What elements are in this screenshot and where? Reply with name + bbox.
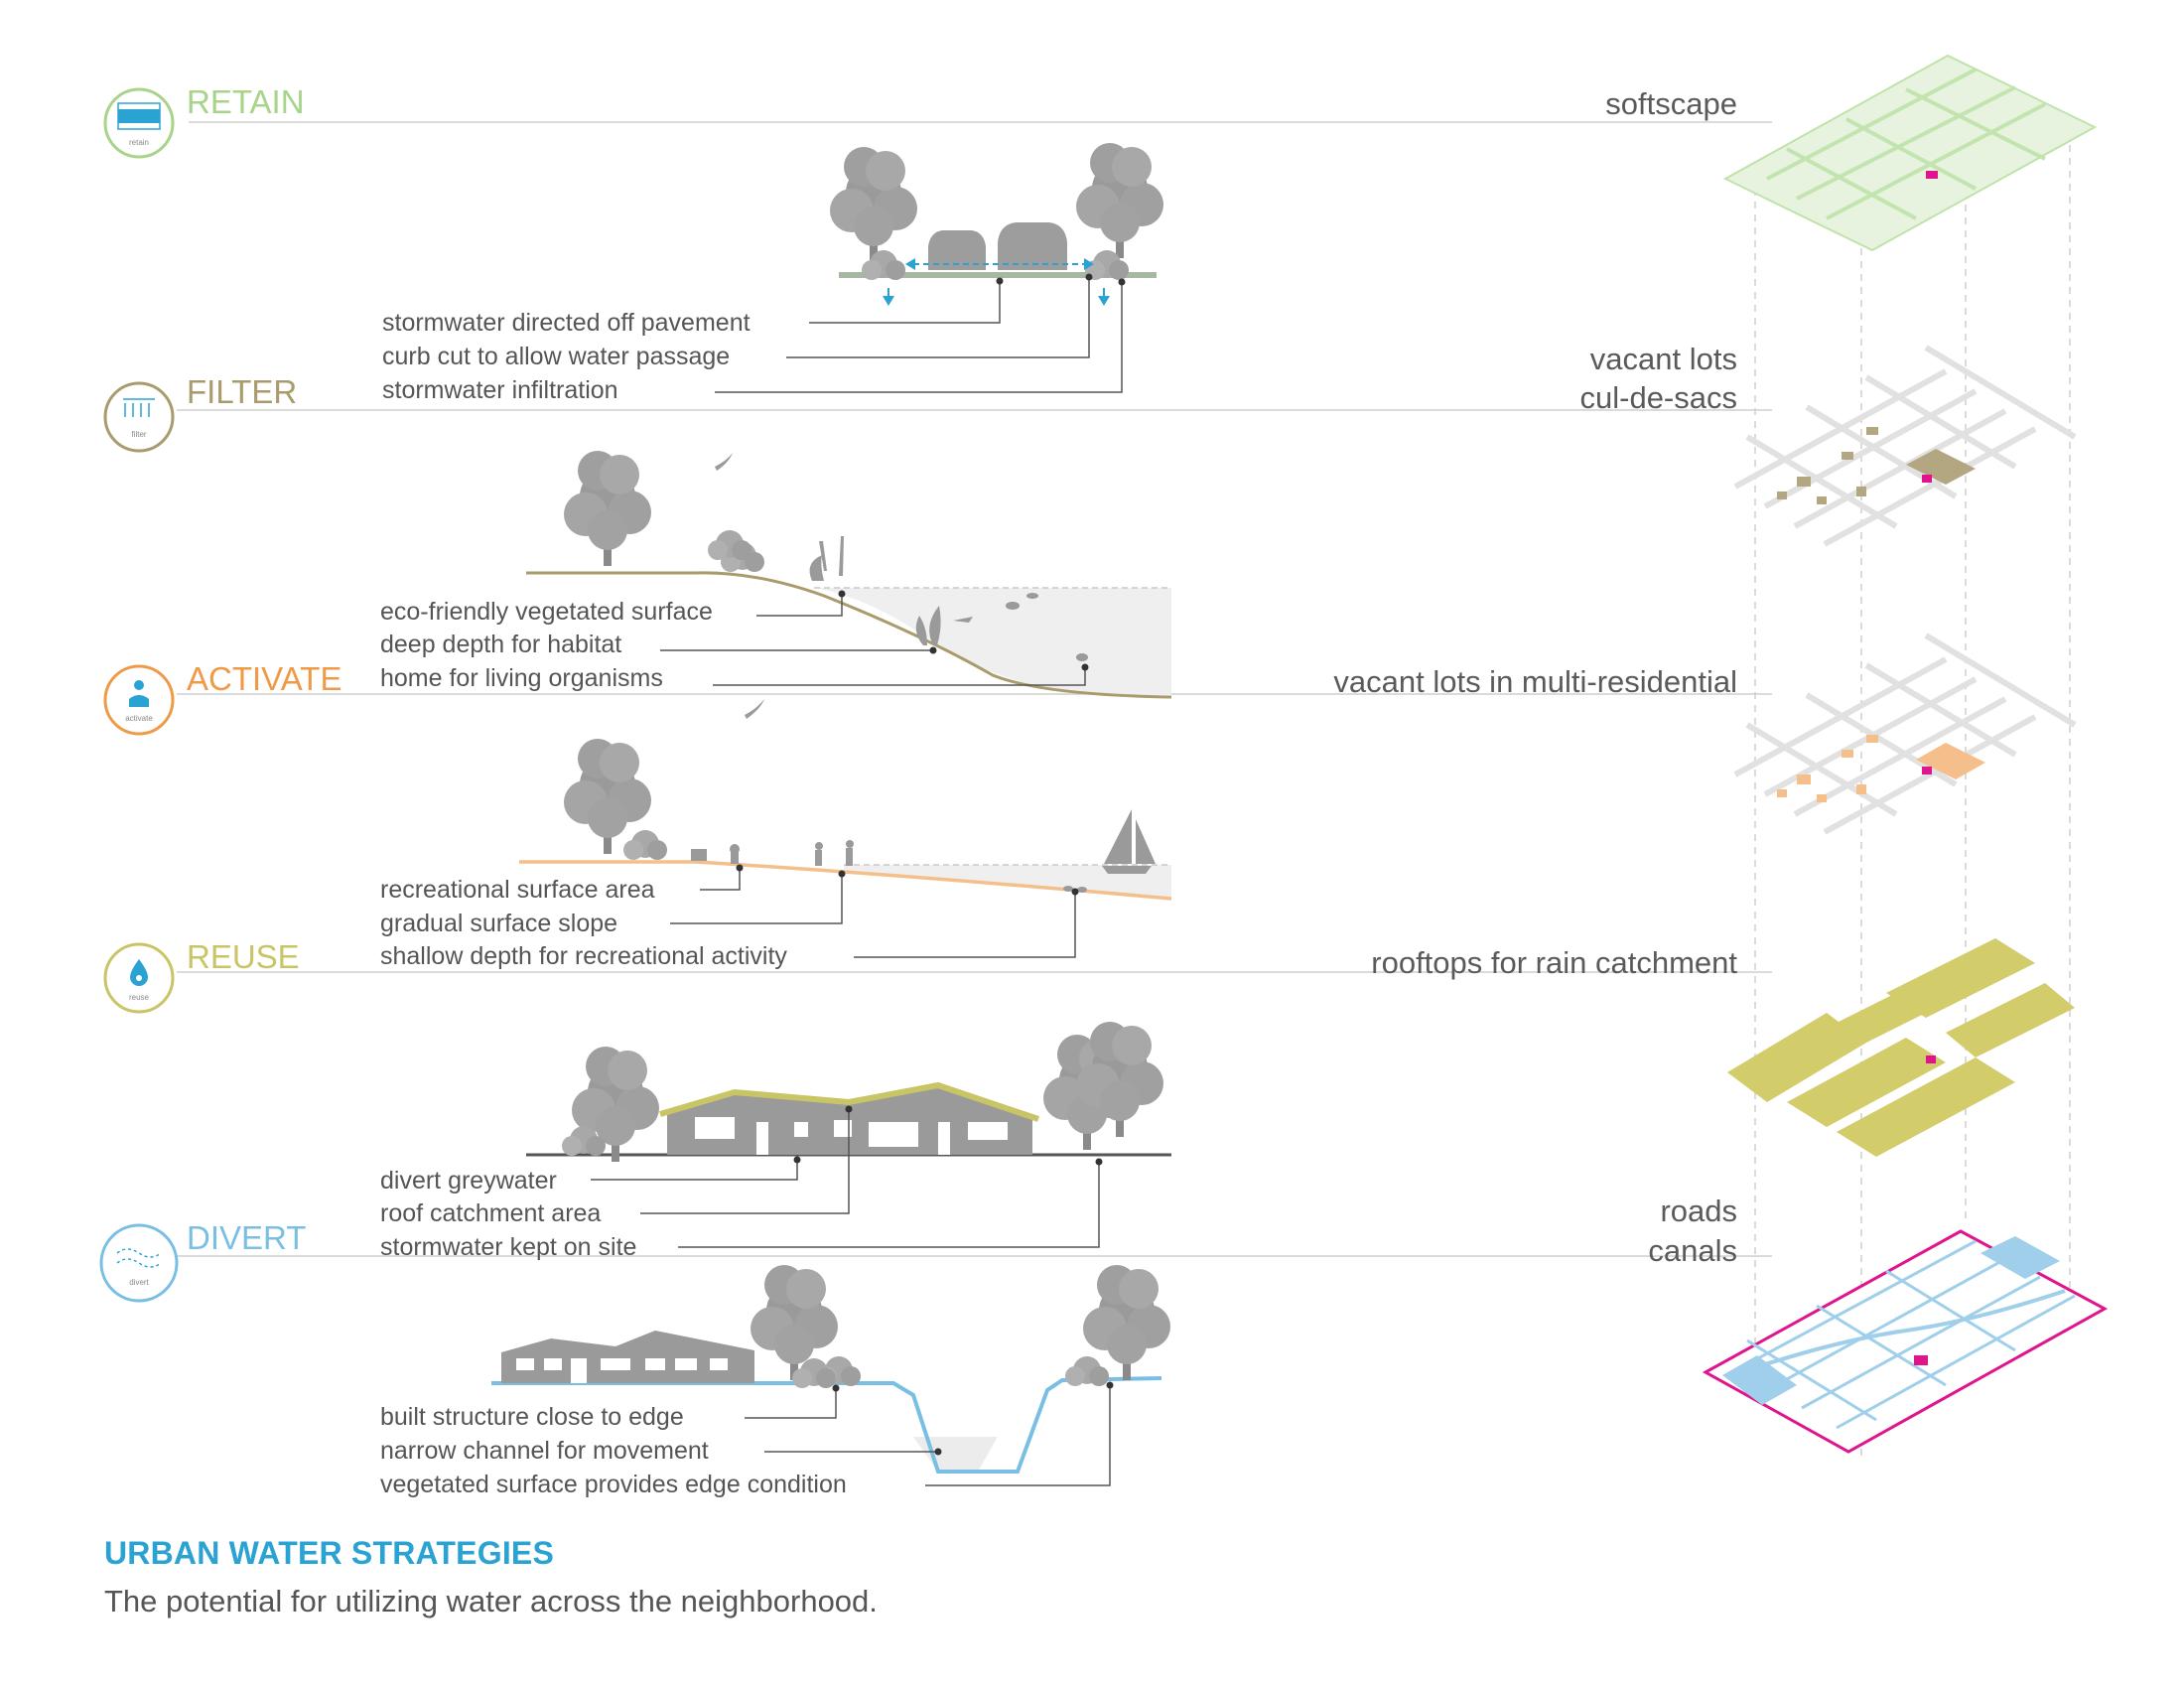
callout-retain-3: stormwater infiltration (382, 376, 618, 404)
divert-section-drawing (491, 1265, 1170, 1474)
callout-reuse-3: stormwater kept on site (380, 1233, 636, 1261)
strategy-activate: activate ACTIVATE (103, 660, 341, 736)
strategy-filter: filter FILTER (103, 373, 297, 453)
layer-label-roads: roads (1660, 1194, 1737, 1228)
car-2 (998, 222, 1067, 270)
retain-callouts (715, 278, 1123, 393)
car-1 (928, 230, 986, 270)
layer-roads-canals (1702, 1229, 2109, 1454)
strategy-name-activate: ACTIVATE (187, 660, 341, 697)
strategy-name-retain: RETAIN (187, 83, 305, 120)
filter-icon (103, 381, 175, 453)
retain-icon-label: retain (129, 138, 149, 147)
divert-icon (99, 1223, 179, 1303)
retain-section-drawing (830, 143, 1163, 306)
filter-section-drawing (526, 451, 1172, 699)
section-rules (177, 121, 1772, 1257)
strategy-name-divert: DIVERT (187, 1219, 306, 1256)
reuse-icon-label: reuse (129, 993, 150, 1002)
strategy-name-reuse: REUSE (187, 938, 300, 975)
divert-building (501, 1331, 754, 1383)
divert-icon-label: divert (129, 1278, 149, 1287)
layer-label-multi-residential: vacant lots in multi-residential (1333, 664, 1737, 699)
callout-divert-3: vegetated surface provides edge conditio… (380, 1471, 847, 1498)
strategy-reuse: reuse REUSE (103, 938, 300, 1014)
strategy-name-filter: FILTER (187, 373, 297, 410)
strategy-retain: retain RETAIN (103, 83, 305, 159)
callout-retain-2: curb cut to allow water passage (382, 343, 730, 370)
layer-multi-residential (1733, 633, 2077, 835)
callout-filter-2: deep depth for habitat (380, 631, 621, 658)
footer-subtitle: The potential for utilizing water across… (104, 1584, 878, 1618)
layer-vacant-lots (1733, 345, 2077, 547)
callout-activate-1: recreational surface area (380, 876, 655, 904)
layer-label-vacant-lots: vacant lots (1590, 342, 1737, 376)
layer-label-cul-de-sacs: cul-de-sacs (1580, 380, 1738, 415)
callout-divert-2: narrow channel for movement (380, 1437, 709, 1465)
callout-reuse-1: divert greywater (380, 1167, 557, 1195)
strategy-divert: divert DIVERT (99, 1219, 306, 1303)
callout-filter-1: eco-friendly vegetated surface (380, 598, 713, 626)
filter-icon-label: filter (131, 430, 146, 439)
callout-filter-3: home for living organisms (380, 664, 663, 692)
reuse-section-drawing (526, 1022, 1171, 1162)
footer-title: URBAN WATER STRATEGIES (104, 1535, 554, 1571)
layer-label-canals: canals (1648, 1233, 1737, 1268)
callout-retain-1: stormwater directed off pavement (382, 309, 751, 337)
callout-activate-3: shallow depth for recreational activity (380, 942, 787, 970)
activate-section-drawing (519, 699, 1172, 901)
layer-label-softscape: softscape (1605, 86, 1737, 121)
layer-rooftops (1727, 938, 2075, 1157)
callout-divert-1: built structure close to edge (380, 1403, 684, 1431)
callout-activate-2: gradual surface slope (380, 910, 617, 937)
layer-softscape (1722, 54, 2098, 252)
layer-label-rooftops: rooftops for rain catchment (1371, 945, 1737, 980)
callout-reuse-2: roof catchment area (380, 1199, 601, 1227)
activate-icon-label: activate (125, 714, 153, 723)
